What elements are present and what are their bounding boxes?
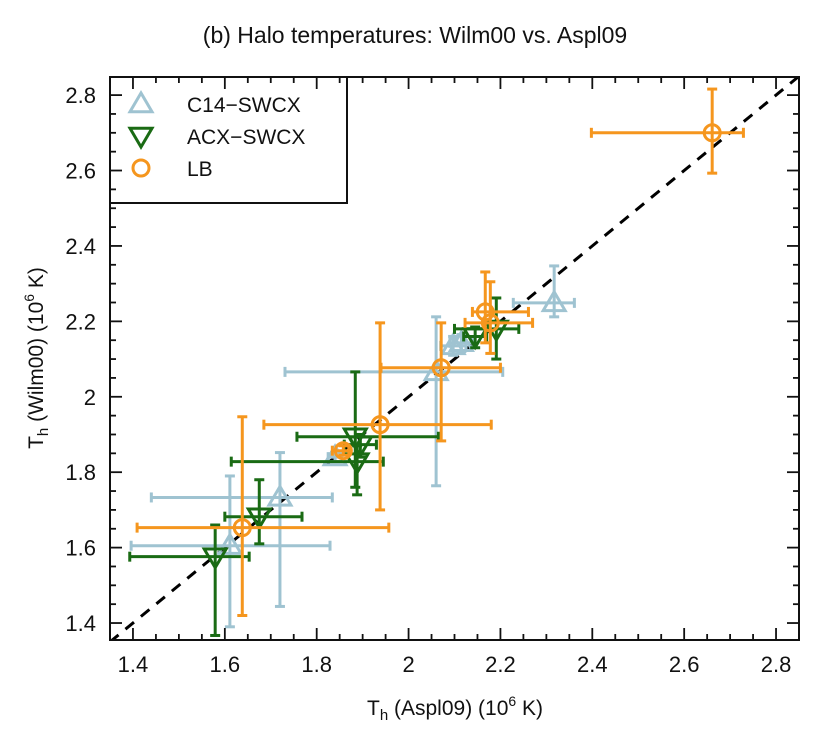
x-tick-label: 1.8 [301, 652, 332, 677]
legend-label: ACX−SWCX [187, 126, 305, 149]
x-tick-label: 2.8 [761, 652, 792, 677]
circle-marker-icon [475, 302, 495, 322]
data-point [330, 441, 353, 461]
triangle-up-marker-icon [439, 331, 467, 356]
triangle-down-marker-icon [127, 126, 155, 150]
x-tick-label: 2 [402, 652, 414, 677]
series-acx-swcx [128, 296, 521, 637]
x-axis-label: Th (Aspl09) (106 K) [367, 693, 543, 724]
data-point [461, 325, 489, 351]
triangle-down-marker-icon [245, 507, 273, 531]
triangle-up-marker-icon [127, 90, 155, 114]
data-series [128, 87, 745, 637]
circle-marker-icon [702, 123, 722, 143]
y-tick-label: 1.4 [65, 611, 96, 636]
data-point [129, 474, 332, 629]
triangle-down-marker-icon [343, 452, 371, 476]
data-point [589, 87, 745, 175]
data-point [470, 270, 530, 345]
data-point [223, 478, 304, 546]
triangle-down-marker-icon [201, 547, 229, 571]
y-tick-label: 2 [84, 385, 96, 410]
data-point [379, 321, 502, 443]
data-point [229, 444, 385, 497]
x-tick-label: 2.4 [577, 652, 608, 677]
legend-item: ACX−SWCX [127, 126, 305, 150]
y-tick-label: 2.6 [65, 159, 96, 184]
chart-title: (b) Halo temperatures: Wilm00 vs. Aspl09 [202, 22, 628, 48]
legend-item: LB [131, 158, 213, 181]
x-tick-label: 2.6 [669, 652, 700, 677]
legend-label: LB [187, 158, 213, 181]
y-tick-label: 1.6 [65, 536, 96, 561]
data-point [262, 321, 493, 512]
circle-marker-icon [131, 158, 151, 178]
triangle-up-marker-icon [216, 531, 244, 555]
circle-marker-icon [431, 358, 451, 378]
series-lb [135, 87, 745, 617]
circle-marker-icon [232, 518, 252, 538]
y-tick-label: 2.2 [65, 309, 96, 334]
legend-label: C14−SWCX [187, 94, 301, 117]
axis-ticks: 1.4 1.6 1.8 2 2.2 2.4 2.6 2.8 1.4 1.6 1.8 2 2.2 2.4 2.… [65, 77, 800, 677]
data-point [463, 280, 535, 355]
circle-marker-icon [333, 441, 353, 461]
triangle-down-marker-icon [461, 327, 489, 351]
legend: C14−SWCX ACX−SWCX LB [109, 76, 348, 204]
y-axis-label: Th (Wilm00) (106 K) [21, 267, 52, 449]
data-point [128, 523, 251, 637]
data-point [135, 415, 391, 617]
y-tick-label: 1.8 [65, 460, 96, 485]
circle-marker-icon [480, 313, 500, 333]
y-tick-label: 2.4 [65, 234, 96, 259]
legend-item: C14−SWCX [127, 90, 301, 117]
triangle-up-marker-icon [266, 483, 294, 507]
data-point [439, 331, 468, 357]
x-tick-label: 1.4 [118, 652, 149, 677]
data-point [511, 264, 576, 319]
x-tick-label: 1.6 [210, 652, 241, 677]
data-point [283, 315, 505, 488]
x-tick-label: 2.2 [485, 652, 516, 677]
circle-marker-icon [370, 415, 390, 435]
triangle-up-marker-icon [540, 288, 568, 313]
y-tick-label: 2.8 [65, 83, 96, 108]
